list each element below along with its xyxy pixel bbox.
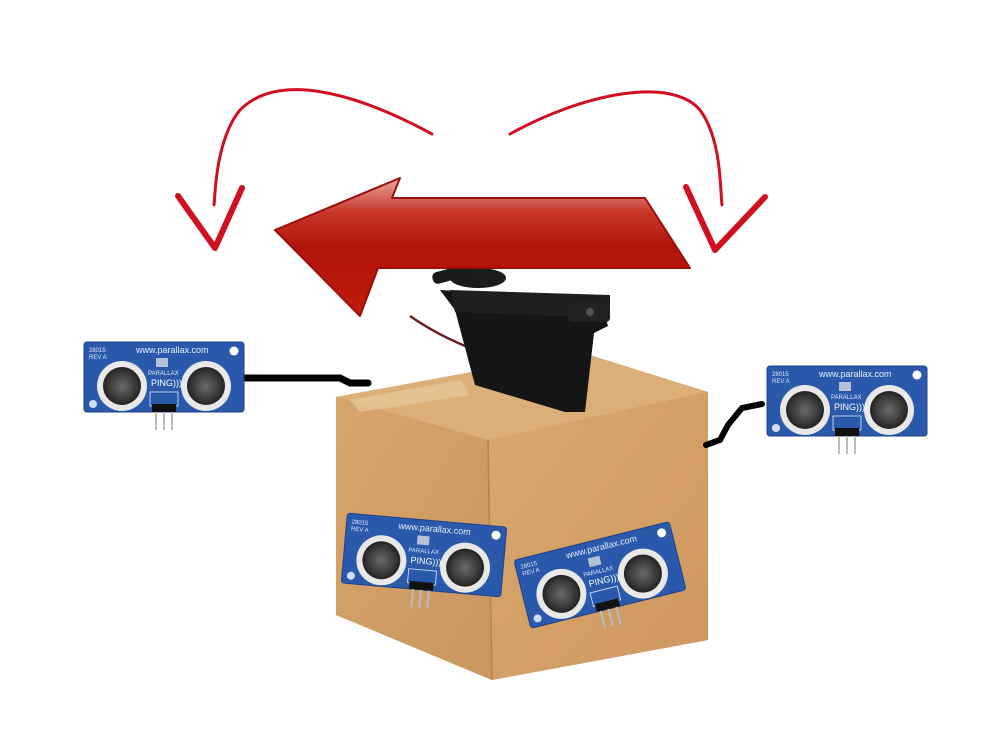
servo-wire: [409, 314, 471, 350]
wire-left: [239, 374, 372, 387]
curved-arrow-right: [508, 90, 768, 253]
curved-arrow-left: [175, 88, 434, 251]
ultrasonic-sensor-left: [83, 341, 245, 431]
cardboard-box: [336, 352, 708, 681]
left-pointing-arrow: [274, 177, 691, 317]
servo-motor: [432, 264, 610, 412]
wire-right: [703, 401, 765, 448]
ultrasonic-sensor-right: [766, 365, 928, 455]
